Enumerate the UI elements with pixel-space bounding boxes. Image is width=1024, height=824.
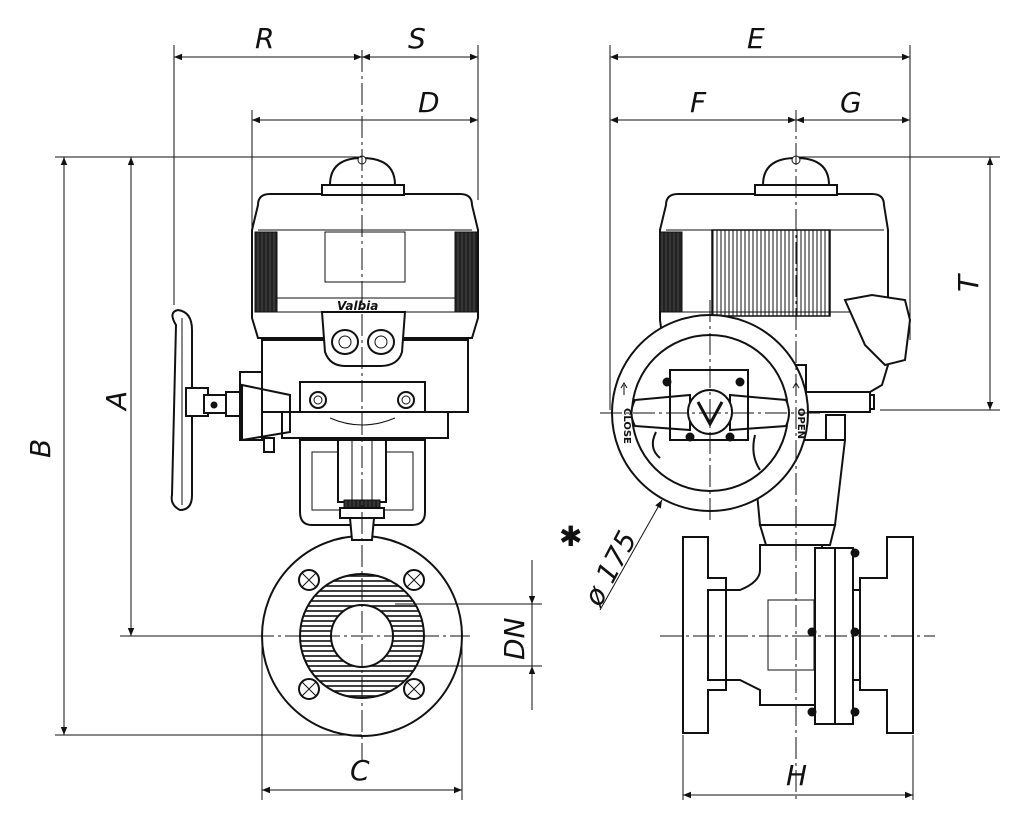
actuator-housing: Valbia [251, 193, 479, 367]
dim-label-t: T [952, 273, 985, 292]
dim-label-r: R [255, 22, 274, 55]
dim-label-b: B [24, 439, 57, 458]
dim-label-dn: DN [498, 617, 531, 660]
right-view: CLOSE OPEN E F G T H ø 175 [559, 22, 1000, 800]
dim-label-a: A [100, 391, 133, 412]
dim-label-g: G [840, 86, 862, 119]
open-label: OPEN [795, 408, 806, 439]
dim-label-s: S [408, 22, 426, 55]
dim-label-handwheel: ø 175 [577, 526, 644, 613]
dim-label-h: H [786, 759, 807, 792]
dim-label-c: C [350, 754, 370, 787]
actuator-housing-side [659, 193, 912, 413]
left-view: Valbia [24, 22, 542, 800]
asterisk-note: ✱ [559, 520, 582, 553]
dim-label-f: F [690, 86, 707, 119]
close-label: CLOSE [621, 408, 632, 444]
valve-body-side [682, 536, 914, 734]
dim-label-e: E [747, 22, 765, 55]
bolt-holes [298, 569, 425, 700]
indicator-dome-left [321, 155, 405, 196]
dim-label-d: D [418, 86, 440, 119]
handwheel-side [170, 308, 291, 512]
brand-logo-left: Valbia [337, 299, 378, 313]
